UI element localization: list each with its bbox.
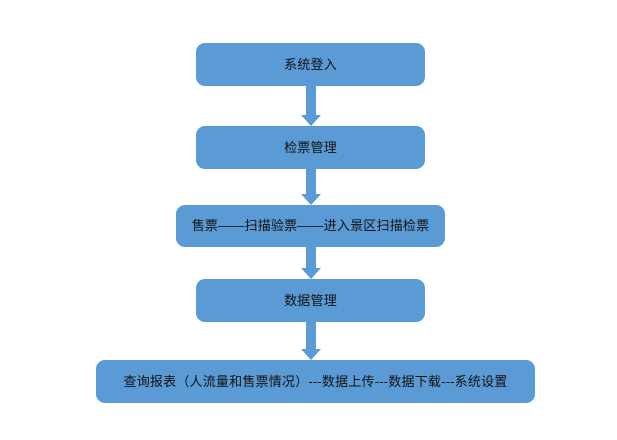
arrow-ticket-check-to-sales-flow bbox=[301, 169, 321, 205]
flow-node-report-and-data-operations[interactable]: 查询报表（人流量和售票情况）---数据上传---数据下载---系统设置 bbox=[96, 360, 535, 403]
arrow-glyph-icon bbox=[301, 169, 321, 205]
arrow-data-management-to-reports bbox=[301, 322, 321, 360]
flow-node-label: 检票管理 bbox=[284, 139, 337, 155]
flow-node-label: 数据管理 bbox=[284, 292, 337, 308]
flow-node-label: 系统登入 bbox=[284, 56, 337, 72]
arrow-login-to-ticket-check bbox=[301, 86, 321, 126]
flow-node-label: 查询报表（人流量和售票情况）---数据上传---数据下载---系统设置 bbox=[123, 373, 508, 389]
arrow-sales-flow-to-data-management bbox=[301, 247, 321, 279]
flow-node-ticket-sales-flow[interactable]: 售票——扫描验票——进入景区扫描检票 bbox=[176, 205, 445, 247]
flow-node-data-management[interactable]: 数据管理 bbox=[196, 279, 425, 322]
flow-node-ticket-check-management[interactable]: 检票管理 bbox=[196, 126, 425, 169]
flow-node-label: 售票——扫描验票——进入景区扫描检票 bbox=[191, 218, 430, 234]
arrow-glyph-icon bbox=[301, 86, 321, 126]
arrow-glyph-icon bbox=[301, 247, 321, 279]
arrow-glyph-icon bbox=[301, 322, 321, 360]
flow-node-system-login[interactable]: 系统登入 bbox=[196, 43, 425, 86]
